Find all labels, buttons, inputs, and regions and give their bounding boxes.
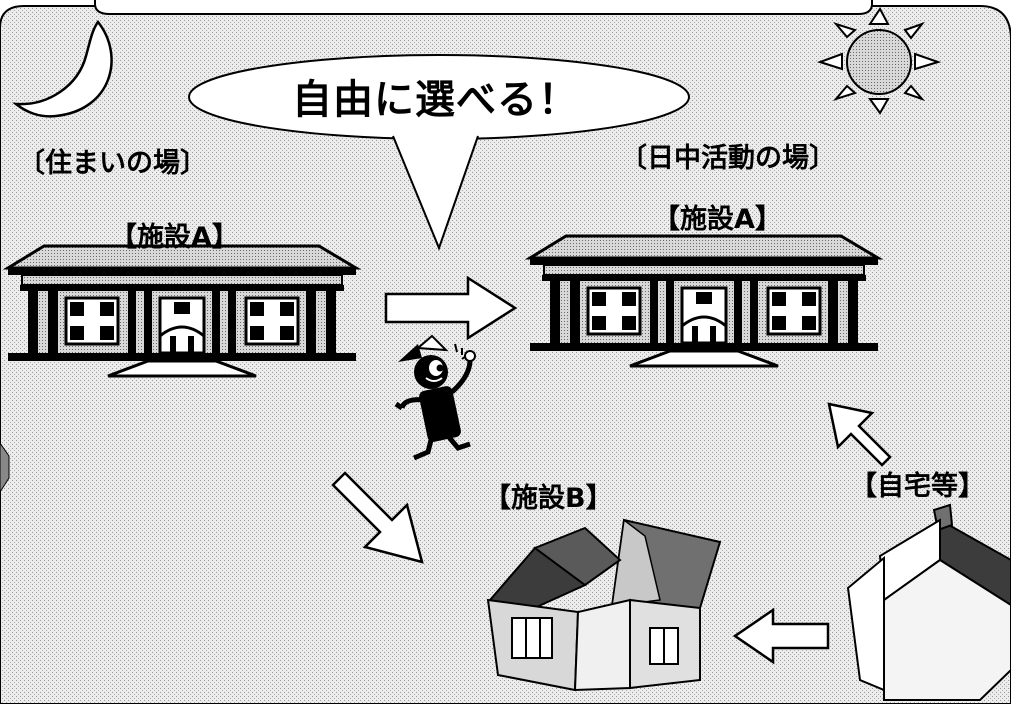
house-icon [846,503,1011,701]
arrow-right [384,275,518,341]
facility-a-daytime-label: 【施設A】 [653,204,782,235]
person-icon [394,334,476,461]
header-bar [94,0,873,15]
speech-bubble [188,54,690,251]
bubble-text: 自由に選べる！ [292,77,579,123]
arrow-up-left [827,402,892,467]
moon-icon [12,19,113,118]
building-icon [524,234,884,368]
facility-a-housing-label: 【施設A】 [110,222,239,253]
house-icon [486,518,722,692]
building-icon [2,244,362,378]
arrow-left [732,607,830,665]
left-edge-shape [0,442,10,493]
sun-icon [816,7,942,115]
housing-label: 〔住まいの場〕 [18,148,207,179]
home-label: 【自宅等】 [850,471,985,502]
arrow-down-right [331,471,424,564]
daytime-label: 〔日中活動の場〕 [620,143,836,174]
facility-b-label: 【施設B】 [484,483,613,514]
